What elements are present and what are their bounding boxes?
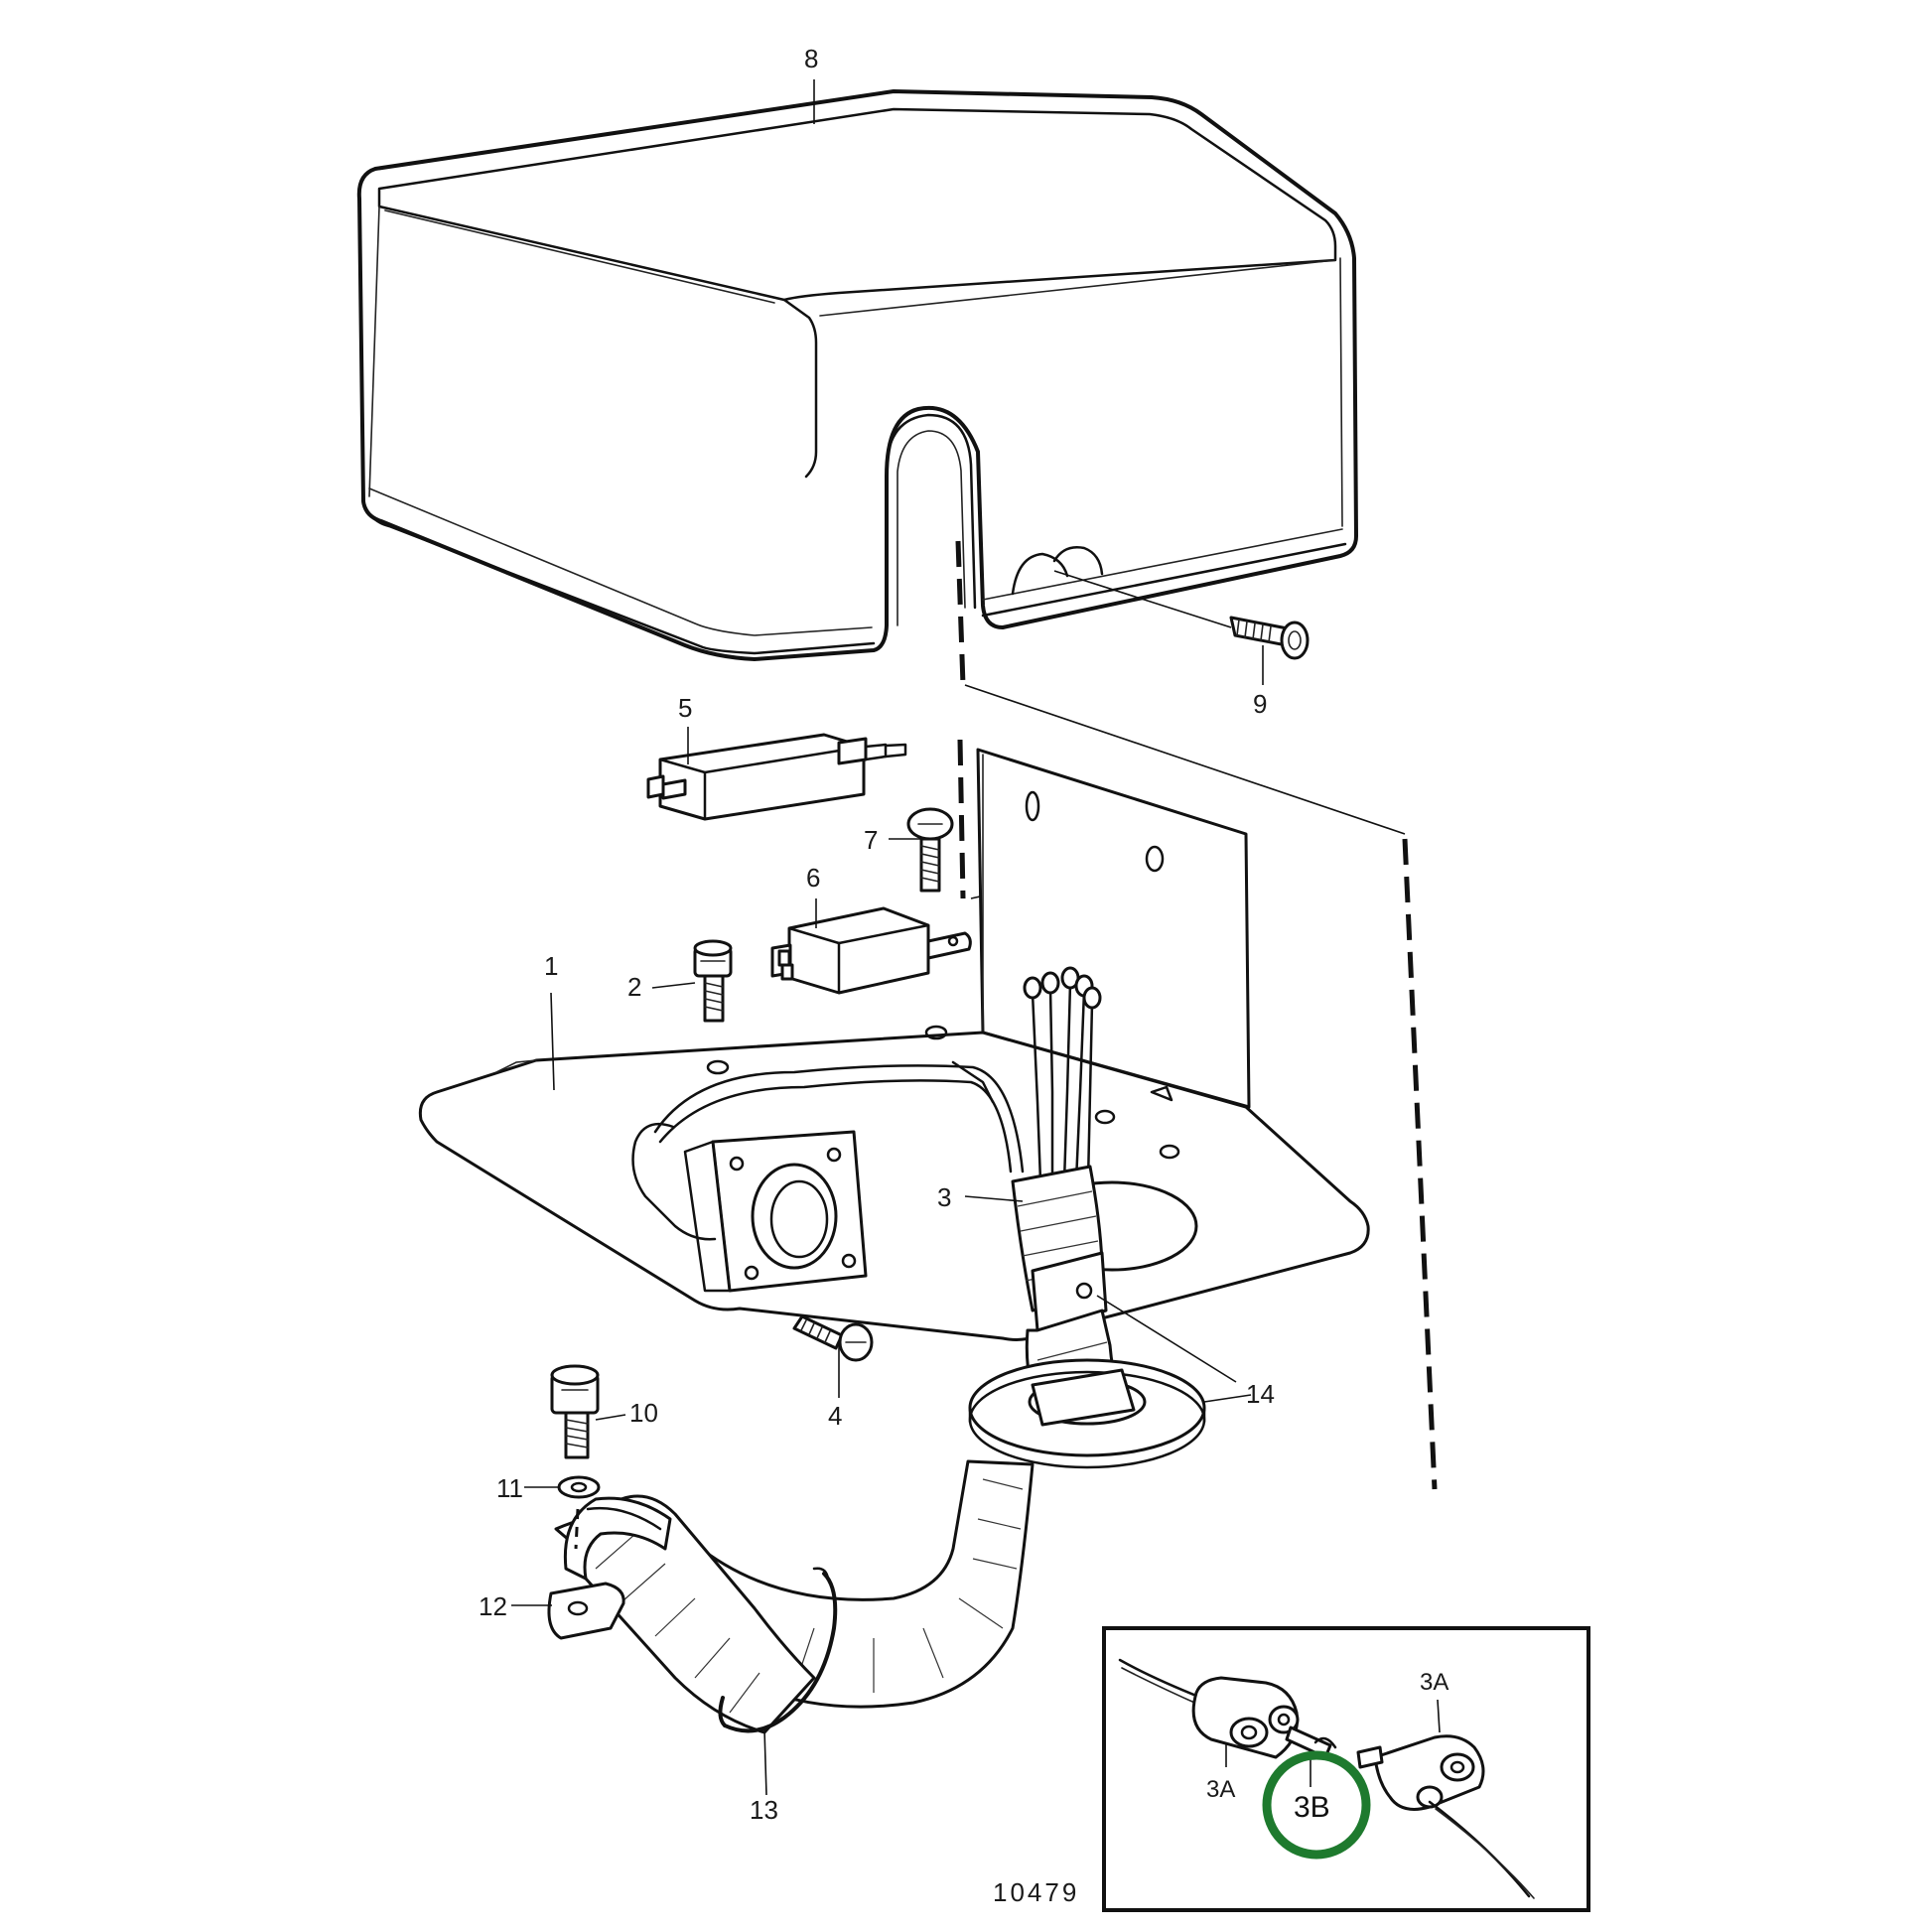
- inset-label-3a-top: 3A: [1420, 1669, 1449, 1696]
- callout-7: 7: [864, 825, 878, 855]
- grommet[interactable]: [968, 1358, 1206, 1469]
- callout-12: 12: [479, 1591, 507, 1621]
- bolt-axis: [574, 1508, 580, 1550]
- wire-tie-part-13[interactable]: [718, 1567, 838, 1733]
- callout-10: 10: [629, 1398, 658, 1428]
- callout-leaders: [511, 79, 1264, 1796]
- callout-3: 3: [937, 1182, 951, 1212]
- callout-4: 4: [828, 1401, 842, 1431]
- screw-part-9[interactable]: [1229, 616, 1310, 660]
- cover-part-8[interactable]: [356, 89, 1358, 661]
- callout-1: 1: [544, 951, 558, 981]
- hose-clamp-part-12[interactable]: [547, 1496, 672, 1640]
- screw-part-4[interactable]: [792, 1314, 874, 1362]
- figure-number: 10479: [993, 1877, 1079, 1907]
- callout-13: 13: [750, 1795, 778, 1825]
- callout-9: 9: [1253, 689, 1267, 719]
- callout-2: 2: [627, 972, 641, 1002]
- washer-part-11[interactable]: [557, 1475, 601, 1499]
- inset-label-3b: 3B: [1294, 1791, 1330, 1824]
- inset-detail: 3A 3A 3B: [1102, 1626, 1590, 1912]
- callout-11: 11: [496, 1473, 523, 1503]
- bolt-part-2[interactable]: [693, 939, 733, 1023]
- mounting-plate-part-1[interactable]: [418, 748, 1370, 1341]
- bolt-part-10[interactable]: [550, 1364, 600, 1459]
- screw-part-7[interactable]: [906, 807, 954, 893]
- callout-8: 8: [804, 44, 818, 73]
- callout-14: 14: [1246, 1379, 1275, 1409]
- connector-flange[interactable]: [631, 1122, 868, 1293]
- callout-6: 6: [806, 863, 820, 893]
- callout-labels: 1 2 3 4 5 6 7 8 9 10 11 12 13 14: [479, 44, 1275, 1825]
- switch-part-5[interactable]: [646, 733, 907, 821]
- relay-part-6[interactable]: [770, 906, 972, 995]
- inset-label-3a-left: 3A: [1206, 1776, 1235, 1803]
- highlight-ring-3b: [1262, 1750, 1371, 1860]
- callout-5: 5: [678, 693, 692, 723]
